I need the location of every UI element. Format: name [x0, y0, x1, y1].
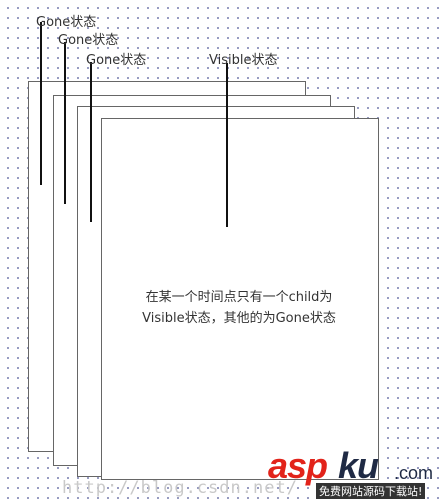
logo-asp-text: asp [268, 445, 328, 486]
pointer-line-gone-1 [40, 22, 42, 185]
description-line-2: Visible状态，其他的为Gone状态 [142, 311, 336, 326]
pointer-line-gone-2 [64, 42, 66, 204]
description-text: 在某一个时间点只有一个child为 Visible状态，其他的为Gone状态 [110, 287, 368, 329]
logo-subtitle: 免费网站源码下载站! [316, 483, 426, 499]
logo-ku-text: ku [338, 445, 379, 486]
description-line-1: 在某一个时间点只有一个child为 [145, 290, 333, 305]
label-gone-2: Gone状态 [58, 33, 119, 48]
label-gone-1: Gone状态 [36, 15, 97, 30]
pointer-line-gone-3 [90, 62, 92, 222]
watermark-url: http://blog.csdn.net/ [62, 478, 298, 498]
label-visible: Visible状态 [209, 53, 278, 68]
label-gone-3: Gone状态 [86, 53, 147, 68]
watermark-logo: asp ku .com 免费网站源码下载站! [268, 445, 440, 499]
child-card-visible [101, 118, 379, 480]
logo-com-text: .com [394, 463, 434, 483]
pointer-line-visible [226, 63, 228, 227]
